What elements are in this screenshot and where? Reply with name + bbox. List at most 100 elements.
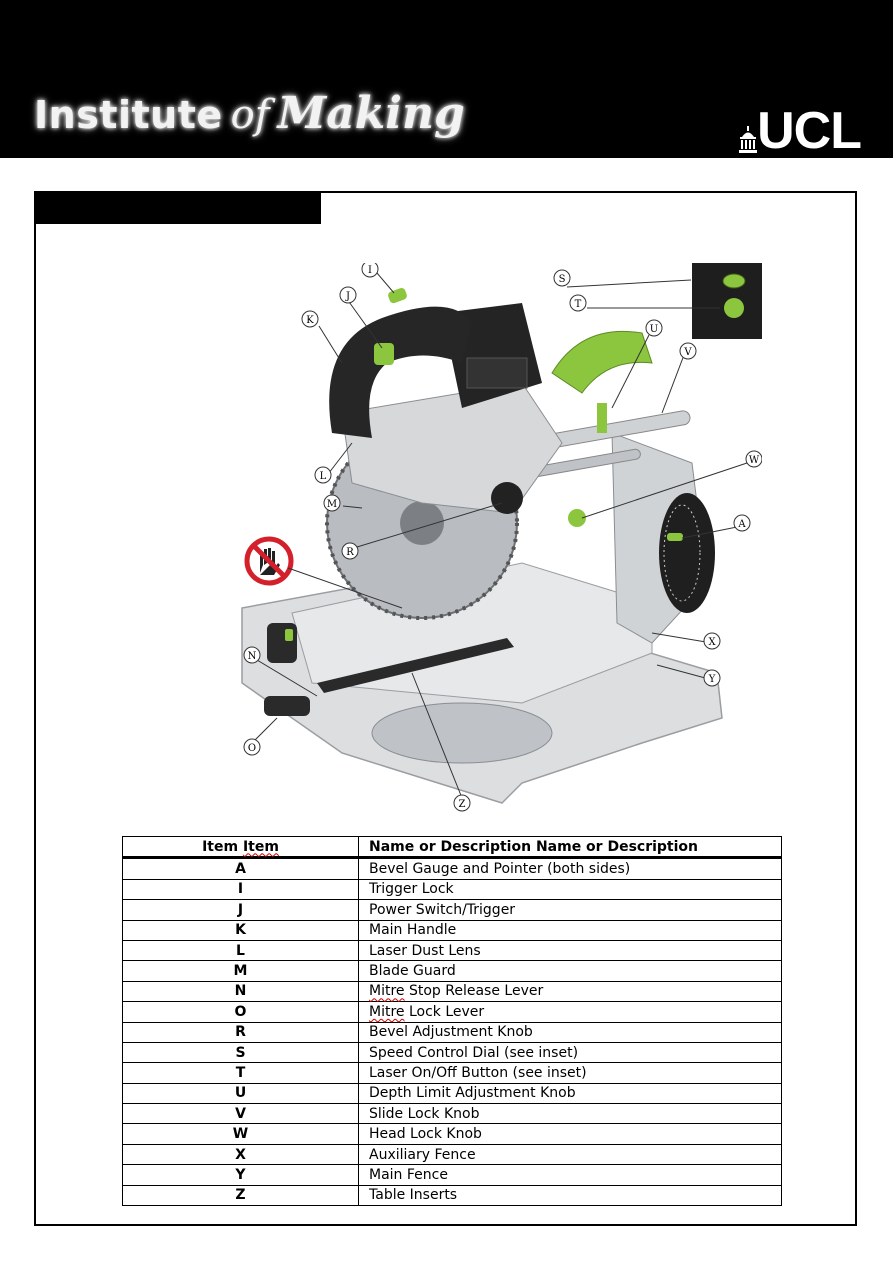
portico-icon: [739, 126, 758, 153]
callout-X: X: [703, 632, 721, 650]
callout-Y: Y: [703, 669, 721, 687]
callout-S: S: [553, 269, 571, 287]
ucl-wordmark: UCL: [757, 102, 862, 160]
laser-button: [724, 298, 744, 318]
svg-text:Z: Z: [459, 799, 466, 810]
callout-J: J: [339, 286, 357, 304]
depth-limit-knob: [597, 403, 607, 433]
svg-text:W: W: [749, 455, 760, 466]
item-description: Trigger Lock: [358, 878, 782, 901]
callout-M: M: [323, 494, 341, 512]
brand-word-institute: Institute: [34, 93, 223, 137]
trigger-lock: [388, 287, 407, 304]
item-letter: I: [122, 878, 359, 901]
brand-word-making: Making: [277, 88, 465, 139]
head-lock-knob: [568, 509, 586, 527]
item-letter: X: [122, 1143, 359, 1166]
callout-O: O: [243, 738, 261, 756]
table-insert-strip: [317, 638, 514, 693]
brand-word-of: of: [230, 92, 270, 138]
parts-table: Item Item Name or Description Name or De…: [122, 835, 782, 1207]
item-description: Main Fence: [358, 1164, 782, 1186]
item-description: Slide Lock Knob: [358, 1103, 782, 1125]
power-trigger: [374, 343, 394, 365]
main-handle: [329, 306, 472, 438]
callout-A: A: [733, 514, 751, 532]
callout-L: L: [314, 466, 332, 484]
svg-text:V: V: [683, 347, 692, 358]
item-description: Bevel Gauge and Pointer (both sides): [358, 857, 782, 880]
item-description: Head Lock Knob: [358, 1123, 782, 1145]
table-header-row: Item Item Name or Description Name or De…: [122, 835, 782, 860]
svg-text:Y: Y: [708, 674, 716, 685]
item-description: Mitre Stop Release Lever: [358, 980, 782, 1003]
item-letter: T: [122, 1062, 359, 1084]
mitre-saw-diagram: I S T J K U V W L M A R X N Y O Z: [241, 263, 762, 812]
item-letter: L: [122, 939, 359, 962]
item-letter: V: [122, 1103, 359, 1125]
item-description: Depth Limit Adjustment Knob: [358, 1082, 782, 1105]
section-heading-bar: [36, 193, 321, 224]
bevel-adjust-knob: [491, 482, 523, 514]
item-description: Laser On/Off Button (see inset): [358, 1062, 782, 1084]
item-letter: M: [122, 960, 359, 982]
no-hands-warning-icon: [244, 536, 294, 586]
item-description: Auxiliary Fence: [358, 1143, 782, 1166]
svg-text:X: X: [708, 637, 716, 648]
callout-V: V: [679, 342, 697, 360]
svg-text:J: J: [345, 291, 350, 302]
svg-text:R: R: [346, 547, 354, 558]
item-letter: Y: [122, 1164, 359, 1186]
svg-text:N: N: [248, 651, 257, 662]
callout-R: R: [341, 542, 359, 560]
item-letter: Z: [122, 1184, 359, 1207]
callout-K: K: [301, 310, 319, 328]
svg-text:T: T: [575, 299, 582, 310]
left-clamp: [267, 623, 297, 663]
item-description: Table Inserts: [358, 1184, 782, 1207]
item-letter: N: [122, 980, 359, 1003]
svg-text:A: A: [737, 519, 746, 530]
content-frame: I S T J K U V W L M A R X N Y O Z Item I…: [34, 191, 857, 1226]
item-letter: A: [122, 857, 359, 880]
callout-I: I: [361, 263, 379, 278]
dust-hose: [551, 330, 653, 394]
svg-text:S: S: [559, 274, 566, 285]
speed-dial: [722, 273, 746, 289]
item-description: Power Switch/Trigger: [358, 899, 782, 921]
rating-plate: [466, 357, 528, 389]
callout-N: N: [243, 646, 261, 664]
column-header-name: Name or Description Name or Description: [358, 835, 782, 860]
svg-text:K: K: [306, 315, 314, 326]
item-letter: W: [122, 1123, 359, 1145]
svg-text:O: O: [248, 743, 256, 754]
item-description: Main Handle: [358, 919, 782, 941]
spellcheck-word: Mitre: [369, 1003, 405, 1020]
item-letter: K: [122, 919, 359, 941]
mitre-table: [371, 702, 553, 764]
item-description: Speed Control Dial (see inset): [358, 1041, 782, 1064]
item-description: Mitre Lock Lever: [358, 1001, 782, 1023]
item-letter: R: [122, 1021, 359, 1043]
spellcheck-word: Mitre: [369, 983, 405, 1000]
item-description: Laser Dust Lens: [358, 939, 782, 962]
svg-text:L: L: [320, 471, 327, 482]
svg-text:I: I: [368, 265, 372, 276]
callout-U: U: [645, 319, 663, 337]
svg-text:M: M: [327, 499, 337, 510]
bevel-scale: [659, 493, 715, 613]
